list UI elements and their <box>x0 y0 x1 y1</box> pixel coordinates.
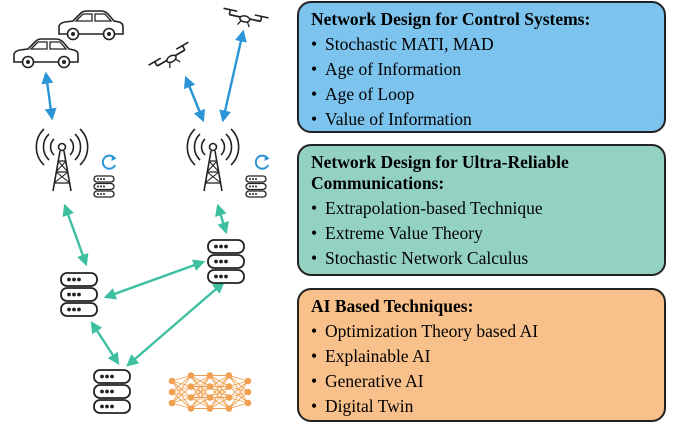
refresh-icon-left <box>101 154 118 170</box>
neural-node <box>187 405 195 412</box>
drone-tower-link-right <box>219 29 247 123</box>
neural-node <box>225 394 233 401</box>
panel-list: •Optimization Theory based AI •Explainab… <box>311 319 654 419</box>
server-server-link <box>103 259 206 300</box>
drone-tower-link-left <box>184 75 205 123</box>
neural-edge <box>190 375 211 387</box>
panel-list: •Stochastic MATI, MAD •Age of Informatio… <box>311 32 654 132</box>
neural-edge <box>228 380 249 398</box>
drone-icon-left <box>147 41 196 78</box>
neural-node <box>168 388 176 396</box>
car-icon-left <box>13 38 79 69</box>
refresh-icon-right <box>254 154 271 170</box>
neural-edge <box>190 375 211 398</box>
base-station-icon-left <box>35 128 89 192</box>
neural-edge <box>171 375 192 393</box>
neural-edge <box>190 386 211 409</box>
list-item: •Generative AI <box>311 371 424 391</box>
neural-node <box>187 394 195 401</box>
neural-edge <box>228 391 249 409</box>
network-diagram <box>13 7 271 414</box>
list-item: •Explainable AI <box>311 346 431 366</box>
neural-node <box>187 383 195 390</box>
neural-node <box>206 405 214 412</box>
list-item: •Stochastic MATI, MAD <box>311 34 494 54</box>
neural-node <box>225 405 233 412</box>
server-rack-icon-core <box>93 369 131 414</box>
neural-node <box>206 394 214 401</box>
base-station-icon-right <box>186 128 240 192</box>
neural-node <box>206 383 214 390</box>
neural-node <box>244 399 252 407</box>
neural-node <box>206 372 214 379</box>
neural-edge <box>171 375 192 404</box>
neural-node <box>187 372 195 379</box>
list-item: •Extreme Value Theory <box>311 223 483 243</box>
neural-node <box>168 377 176 385</box>
edge-server-icon-left <box>93 175 115 198</box>
neural-node <box>244 377 252 385</box>
list-item: •Age of Information <box>311 59 462 79</box>
panel-title: Network Design for Control Systems: <box>311 9 591 29</box>
neural-node <box>225 383 233 390</box>
panel-title: Network Design for Ultra-Reliable Commun… <box>311 152 569 193</box>
car-tower-link <box>41 71 57 121</box>
neural-edge <box>209 386 230 409</box>
neural-network-icon <box>168 372 252 412</box>
neural-edge <box>171 386 192 404</box>
list-item: •Value of Information <box>311 109 472 129</box>
list-item: •Age of Loop <box>311 84 415 104</box>
neural-edge <box>209 375 230 398</box>
list-item: •Optimization Theory based AI <box>311 321 539 341</box>
server-core-link-left <box>90 320 120 366</box>
backhaul-link-right <box>215 203 229 235</box>
server-core-link-right <box>126 281 225 367</box>
edge-server-icon-right <box>245 175 267 198</box>
list-item: •Digital Twin <box>311 396 414 416</box>
neural-edge <box>228 380 249 409</box>
drone-icon-right <box>219 7 270 32</box>
neural-node <box>244 388 252 396</box>
server-rack-icon-left <box>60 272 98 317</box>
neural-edge <box>190 375 211 409</box>
neural-edge <box>209 397 230 409</box>
panel-title: AI Based Techniques: <box>311 296 474 316</box>
server-rack-icon-right <box>207 239 245 284</box>
panel-ultra-reliable: Network Design for Ultra-Reliable Commun… <box>297 144 666 276</box>
neural-node <box>168 399 176 407</box>
panel-ai-techniques: AI Based Techniques: •Optimization Theor… <box>297 288 666 422</box>
neural-edge <box>190 397 211 409</box>
list-item: •Stochastic Network Calculus <box>311 248 529 268</box>
panel-list: •Extrapolation-based Technique •Extreme … <box>311 196 654 271</box>
backhaul-link-left <box>62 203 89 267</box>
car-icon-top <box>58 10 124 41</box>
neural-edge <box>209 375 230 387</box>
neural-edge <box>209 375 230 409</box>
list-item: •Extrapolation-based Technique <box>311 198 543 218</box>
neural-node <box>225 372 233 379</box>
panel-control-systems: Network Design for Control Systems: •Sto… <box>297 1 666 133</box>
